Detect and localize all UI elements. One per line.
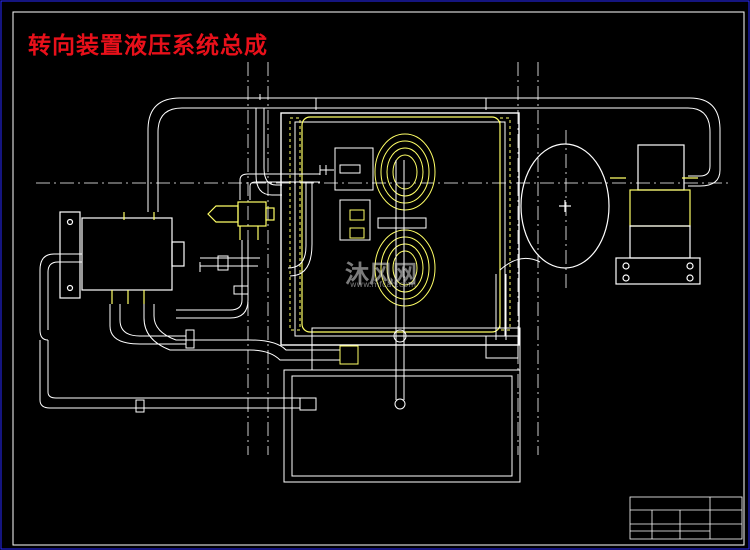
filter-coils	[374, 133, 436, 307]
spool-valve	[207, 201, 275, 240]
drawing-frame-inner	[12, 11, 745, 546]
oil-tank	[280, 112, 521, 483]
valve-block	[59, 211, 185, 304]
pump-motor	[520, 143, 701, 285]
tank-cap	[319, 147, 374, 241]
watermark-url: www.mfcad.com	[350, 280, 417, 289]
filter-shaft	[377, 160, 427, 410]
drawing-title: 转向装置液压系统总成	[28, 33, 268, 59]
watermark-logo: 沐风网	[345, 260, 417, 288]
pipes	[39, 94, 721, 413]
title-block	[629, 496, 743, 540]
